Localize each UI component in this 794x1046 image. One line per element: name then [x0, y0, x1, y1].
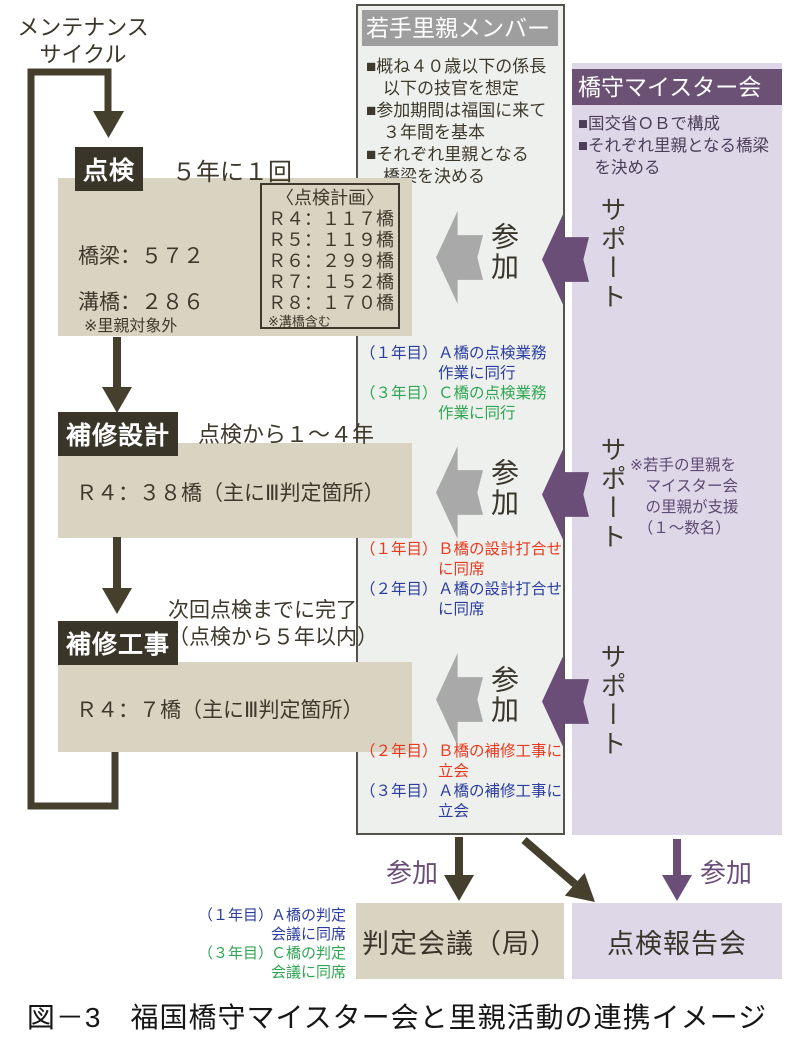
annotation-entry: （３年目） Ｃ橋の判定 会議に同席: [198, 944, 358, 982]
cycle-arrowhead-down-icon: [93, 111, 124, 138]
annotation-year: （３年目）: [360, 783, 438, 800]
annotation-text: Ａ橋の点検業務 作業に同行: [438, 345, 547, 382]
participate-label-design: 参加: [488, 458, 519, 518]
construction-annotations: （２年目） Ｂ橋の補修工事に 立会 （３年目） Ａ橋の補修工事に 立会: [360, 742, 566, 822]
inspection-plan-box: 〈点検計画〉 Ｒ４：１１７橋 Ｒ５：１１９橋 Ｒ６：２９９橋 Ｒ７：１５２橋 Ｒ…: [260, 183, 400, 329]
support-note: ※若手の里親を マイスター会 の里親が支援 （１～数名）: [630, 457, 739, 537]
arrow-members-to-report: [521, 836, 578, 888]
design-annotations: （１年目） Ｂ橋の設計打合せ に同席 （２年目） Ａ橋の設計打合せ に同席: [360, 540, 566, 620]
young-members-title: 若手里親メンバー: [362, 10, 558, 46]
annotation-year: （１年目）: [360, 345, 438, 362]
annotation-entry: （２年目） Ｂ橋の補修工事に 立会: [360, 742, 566, 782]
annotation-text: Ｂ橋の補修工事に 立会: [438, 743, 563, 780]
inspection-plan-note: ※溝橋含む: [268, 314, 331, 329]
arrowhead-meister-to-report-icon: [662, 875, 692, 901]
arrowhead-design-to-construction-icon: [102, 588, 132, 614]
annotation-entry: （１年目） Ａ橋の点検業務 作業に同行: [360, 344, 566, 384]
annotation-entry: （１年目） Ａ橋の判定 会議に同席: [198, 906, 358, 944]
support-label-design: サポート: [597, 436, 627, 552]
annotation-text: Ａ橋の判定 会議に同席: [271, 907, 347, 943]
meister-title: 橋守マイスター会: [572, 69, 782, 105]
inspection-stage-label: 点検: [75, 147, 144, 191]
arrowhead-members-to-report-icon: [564, 873, 595, 902]
annotation-text: Ａ橋の補修工事に 立会: [438, 783, 563, 820]
annotation-year: （３年目）: [360, 385, 438, 402]
design-value: Ｒ４：３８橋（主にⅢ判定箇所）: [76, 482, 385, 505]
inspection-culverts-note: ※里親対象外: [84, 318, 178, 335]
annotation-entry: （３年目） Ａ橋の補修工事に 立会: [360, 782, 566, 822]
annotation-year: （１年目）: [198, 907, 274, 924]
arrowhead-inspection-to-design-icon: [102, 387, 132, 413]
inspection-plan-lines: Ｒ４：１１７橋 Ｒ５：１１９橋 Ｒ６：２９９橋 Ｒ７：１５２橋 Ｒ８：１７０橋: [268, 209, 394, 313]
annotation-text: Ｂ橋の設計打合せ に同席: [438, 541, 563, 578]
judgement-annotations: （１年目） Ａ橋の判定 会議に同席 （３年目） Ｃ橋の判定 会議に同席: [198, 906, 358, 982]
inspection-bridges-count: 橋梁：５７２: [78, 245, 204, 268]
annotation-year: （２年目）: [360, 581, 438, 598]
participate-label-report: 参加: [700, 858, 753, 888]
construction-value: Ｒ４：７橋（主にⅢ判定箇所）: [76, 699, 364, 722]
young-members-bullets: ■概ね４０歳以下の係長 以下の技官を想定 ■参加期間は福国に来て ３年間を基本 …: [366, 57, 547, 186]
inspection-subtitle: ５年に１回: [172, 159, 292, 186]
meister-panel: [572, 63, 782, 835]
figure-caption: 図－3 福国橋守マイスター会と里親活動の連携イメージ: [26, 1002, 768, 1033]
construction-subtitle: 次回点検までに完了 （点検から５年以内）: [168, 599, 378, 649]
design-subtitle: 点検から１～４年: [198, 422, 375, 447]
annotation-text: Ｃ橋の判定 会議に同席: [271, 945, 347, 981]
annotation-year: （２年目）: [360, 743, 438, 760]
annotation-text: Ｃ橋の点検業務 作業に同行: [438, 385, 547, 422]
maintenance-cycle-label: メンテナンス サイクル: [17, 15, 149, 67]
annotation-entry: （３年目） Ｃ橋の点検業務 作業に同行: [360, 384, 566, 424]
participate-label-judgement: 参加: [386, 858, 439, 888]
inspection-report-meeting-box: 点検報告会: [572, 903, 782, 979]
annotation-year: （３年目）: [198, 945, 274, 962]
construction-stage-label: 補修工事: [58, 621, 179, 665]
judgement-meeting-box: 判定会議（局）: [356, 903, 564, 979]
meister-bullets: ■国交省ＯＢで構成 ■それぞれ里親となる橋梁 を決める: [578, 115, 769, 177]
annotation-entry: （２年目） Ａ橋の設計打合せ に同席: [360, 580, 566, 620]
participate-label-construction: 参加: [488, 665, 519, 725]
participate-label-inspection: 参加: [488, 222, 519, 282]
annotation-text: Ａ橋の設計打合せ に同席: [438, 581, 563, 618]
inspection-annotations: （１年目） Ａ橋の点検業務 作業に同行 （３年目） Ｃ橋の点検業務 作業に同行: [360, 344, 566, 424]
support-label-construction: サポート: [597, 643, 627, 759]
annotation-year: （１年目）: [360, 541, 438, 558]
annotation-entry: （１年目） Ｂ橋の設計打合せ に同席: [360, 540, 566, 580]
inspection-plan-title: 〈点検計画〉: [276, 188, 384, 208]
support-label-inspection: サポート: [597, 196, 627, 312]
arrowhead-members-to-judgement-icon: [444, 875, 474, 901]
design-stage-label: 補修設計: [58, 412, 179, 456]
